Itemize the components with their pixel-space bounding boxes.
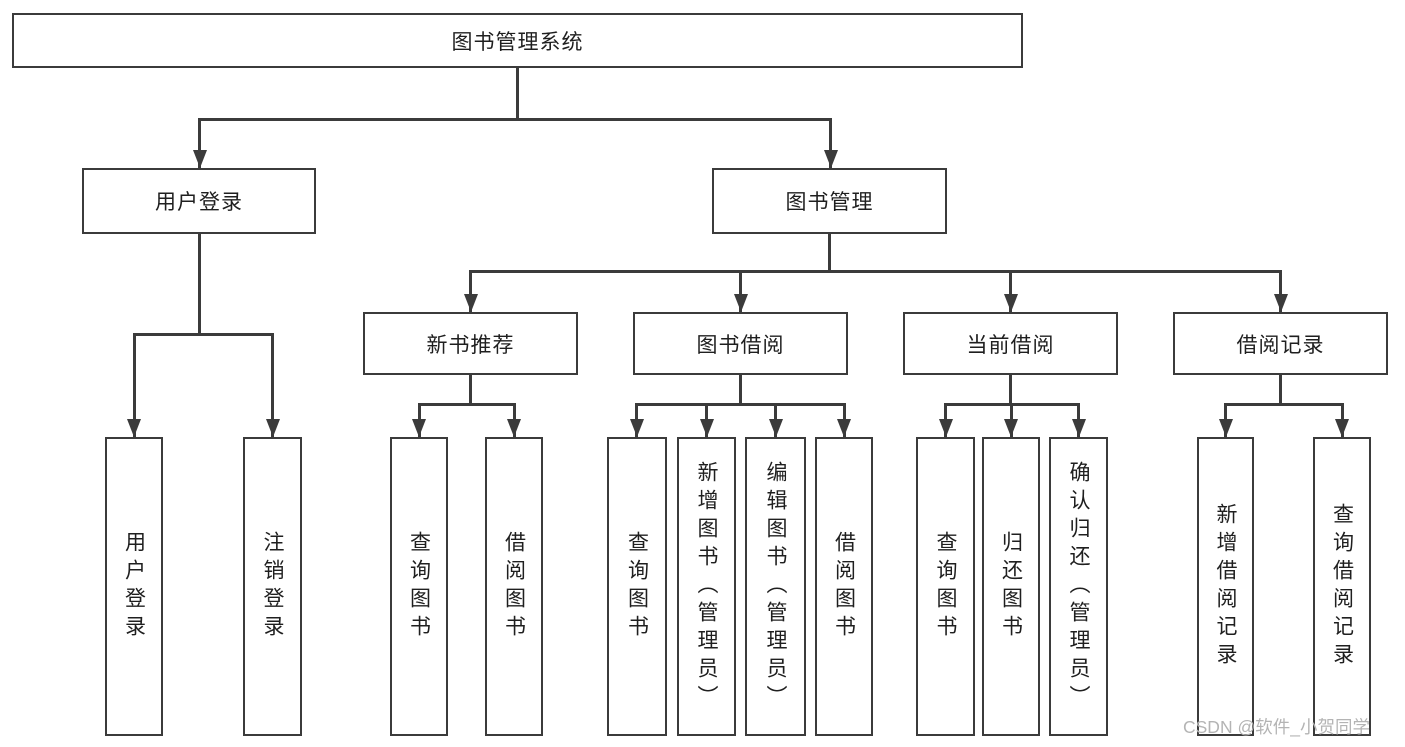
node-borrow-records-label: 借阅记录 <box>1236 333 1325 357</box>
node-current-borrow: 当前借阅 <box>903 312 1118 375</box>
leaf-borrow-books-borrow-label: 借阅图书 <box>832 530 856 643</box>
leaf-logout-label: 注销登录 <box>261 530 285 643</box>
arrow-down-icon <box>823 150 838 168</box>
leaf-query-books-current-label: 查询图书 <box>934 530 958 643</box>
connector-stem-book-management <box>829 118 832 168</box>
arrow-down-icon <box>1071 419 1086 437</box>
leaf-return-books-label: 归还图书 <box>999 530 1023 643</box>
leaf-borrow-books-recommend: 借阅图书 <box>485 437 543 736</box>
arrow-down-icon <box>1003 294 1018 312</box>
arrow-down-icon <box>1335 419 1349 437</box>
arrow-down-icon <box>733 294 748 312</box>
node-new-book-recommend: 新书推荐 <box>363 312 578 375</box>
leaf-borrow-books-borrow: 借阅图书 <box>815 437 873 736</box>
connector-current-borrow-stem <box>1009 373 1012 406</box>
node-user-login: 用户登录 <box>82 168 316 234</box>
arrow-down-icon <box>837 419 851 437</box>
leaf-return-books: 归还图书 <box>982 437 1040 736</box>
arrow-down-icon <box>507 419 521 437</box>
connector-level3-hline <box>469 270 1282 273</box>
connector-borrow-records-hline <box>1224 403 1344 406</box>
leaf-borrow-books-recommend-label: 借阅图书 <box>502 530 526 643</box>
node-root: 图书管理系统 <box>12 13 1023 68</box>
connector-book-borrow-stem <box>739 373 742 406</box>
leaf-query-books-current: 查询图书 <box>916 437 975 736</box>
connector-down <box>1279 270 1282 312</box>
node-book-management-label: 图书管理 <box>785 191 874 214</box>
arrow-down-icon <box>1004 419 1018 437</box>
connector-borrow-records-stem <box>1279 373 1282 406</box>
connector-new-book-hline <box>417 403 516 406</box>
arrow-down-icon <box>768 419 783 437</box>
connector-root-stem <box>516 66 519 121</box>
arrow-down-icon <box>412 419 426 437</box>
node-current-borrow-label: 当前借阅 <box>966 333 1055 357</box>
arrow-down-icon <box>1273 294 1288 312</box>
connector-user-login-stem <box>198 231 201 336</box>
node-root-label: 图书管理系统 <box>451 30 584 54</box>
arrow-down-icon <box>192 150 207 168</box>
leaf-query-borrow-record: 查询借阅记录 <box>1313 437 1371 736</box>
connector-down <box>132 333 136 437</box>
connector-down <box>469 270 472 312</box>
connector-new-book-stem <box>469 373 472 406</box>
leaf-add-book-admin-label: 新增图书（管理员） <box>695 460 719 713</box>
connector-level2-hline <box>198 118 832 121</box>
connector-down <box>1009 270 1012 312</box>
leaf-add-borrow-record-label: 新增借阅记录 <box>1214 502 1238 671</box>
watermark: CSDN @软件_小贺同学 <box>1183 717 1370 737</box>
arrow-down-icon <box>629 419 644 437</box>
node-book-borrow: 图书借阅 <box>633 312 848 375</box>
connector-down <box>739 270 742 312</box>
leaf-add-borrow-record: 新增借阅记录 <box>1197 437 1254 736</box>
leaf-query-borrow-record-label: 查询借阅记录 <box>1330 502 1354 671</box>
arrow-down-icon <box>699 419 714 437</box>
node-book-management: 图书管理 <box>712 168 947 234</box>
connector-stem-user-login <box>198 118 201 168</box>
connector-book-management-stem <box>828 231 831 273</box>
leaf-query-books-recommend-label: 查询图书 <box>407 530 431 643</box>
node-book-borrow-label: 图书借阅 <box>696 333 785 357</box>
connector-book-borrow-hline <box>635 403 845 406</box>
leaf-query-books-borrow-label: 查询图书 <box>625 530 649 643</box>
arrow-down-icon <box>463 294 478 312</box>
leaf-edit-book-admin: 编辑图书（管理员） <box>745 437 806 736</box>
node-user-login-label: 用户登录 <box>155 191 243 214</box>
arrow-down-icon <box>265 419 280 437</box>
node-borrow-records: 借阅记录 <box>1173 312 1388 375</box>
leaf-edit-book-admin-label: 编辑图书（管理员） <box>764 460 788 713</box>
connector-down <box>271 333 274 437</box>
leaf-user-login-label: 用户登录 <box>122 530 146 643</box>
leaf-confirm-return-admin-label: 确认归还（管理员） <box>1067 460 1091 713</box>
leaf-confirm-return-admin: 确认归还（管理员） <box>1049 437 1108 736</box>
arrow-down-icon <box>938 419 953 437</box>
leaf-query-books-recommend: 查询图书 <box>390 437 448 736</box>
leaf-user-login: 用户登录 <box>105 437 163 736</box>
connector-user-login-hline <box>132 333 274 336</box>
node-new-book-recommend-label: 新书推荐 <box>426 333 515 357</box>
leaf-add-book-admin: 新增图书（管理员） <box>677 437 736 736</box>
arrow-down-icon <box>1218 419 1233 437</box>
arrow-down-icon <box>127 419 141 437</box>
leaf-query-books-borrow: 查询图书 <box>607 437 667 736</box>
leaf-logout: 注销登录 <box>243 437 302 736</box>
